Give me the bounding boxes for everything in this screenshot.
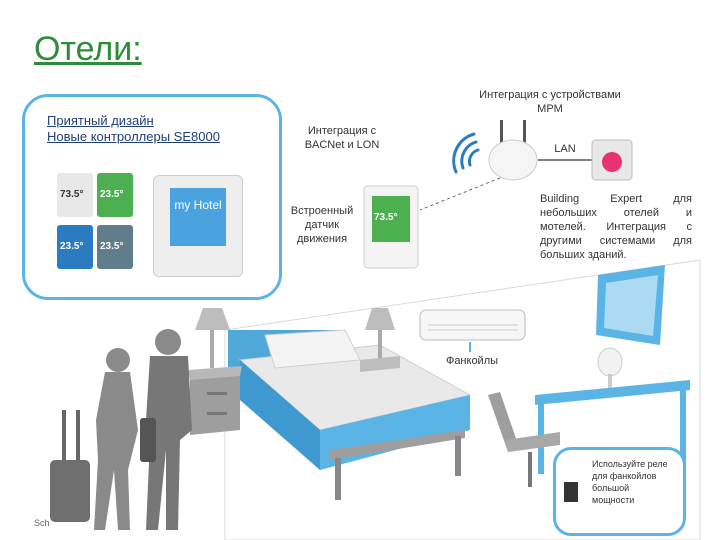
feature-controllers-text: Новые контроллеры SE8000 bbox=[47, 129, 220, 144]
relay-icon bbox=[564, 482, 578, 502]
bacnet-integration-label: Интеграция с BACNet и LON bbox=[304, 125, 380, 151]
bench-icon bbox=[330, 430, 465, 500]
lamp-icon bbox=[195, 308, 230, 368]
tile-temperature: 23.5° bbox=[100, 189, 124, 200]
tile-temperature: 73.5° bbox=[60, 189, 84, 200]
tile-temperature: 23.5° bbox=[100, 241, 124, 252]
hotel-thermostat-device: my Hotel bbox=[153, 175, 243, 277]
bed-icon bbox=[228, 329, 472, 470]
nightstand-icon bbox=[188, 366, 242, 435]
thermostat-screen-text: my Hotel bbox=[170, 188, 226, 246]
controller-tile: 73.5° bbox=[57, 173, 93, 217]
building-expert-description: Building Expert для небольших отелей и м… bbox=[540, 193, 692, 261]
controller-tile: 23.5° bbox=[97, 173, 133, 217]
wireless-link-line bbox=[419, 177, 501, 211]
feature-design-text: Приятный дизайн bbox=[47, 113, 154, 128]
lan-label: LAN bbox=[554, 143, 576, 155]
controller-tile: 23.5° bbox=[97, 225, 133, 269]
feature-box: Приятный дизайн Новые контроллеры SE8000… bbox=[22, 94, 282, 300]
desk-lamp-icon bbox=[597, 347, 623, 388]
chair-icon bbox=[488, 392, 560, 487]
relay-callout-text: Используйте реле для фанкойлов большой м… bbox=[592, 459, 668, 505]
motion-sensor-label: Встроенный датчик движения bbox=[290, 205, 354, 245]
controller-tile: 23.5° bbox=[57, 225, 93, 269]
router-icon bbox=[488, 120, 538, 181]
wifi-icon bbox=[452, 132, 480, 174]
fancoil-unit-icon bbox=[419, 309, 526, 341]
mpm-integration-label: Интеграция с устройствами MPM bbox=[479, 89, 621, 115]
footer-text: Sch bbox=[34, 518, 50, 528]
tile-temperature: 23.5° bbox=[60, 241, 84, 252]
suitcase-icon bbox=[50, 410, 90, 522]
building-expert-device-icon bbox=[591, 139, 633, 181]
guests-silhouette-icon bbox=[94, 329, 192, 530]
wall-thermostat-icon bbox=[363, 185, 419, 269]
mirror-icon bbox=[596, 265, 665, 345]
page-title: Отели: bbox=[34, 30, 142, 68]
wall-thermostat-temperature: 73.5° bbox=[374, 212, 398, 223]
lamp-icon bbox=[360, 308, 400, 372]
fancoils-label: Фанкойлы bbox=[445, 355, 499, 367]
relay-callout: Используйте реле для фанкойлов большой м… bbox=[553, 447, 686, 536]
